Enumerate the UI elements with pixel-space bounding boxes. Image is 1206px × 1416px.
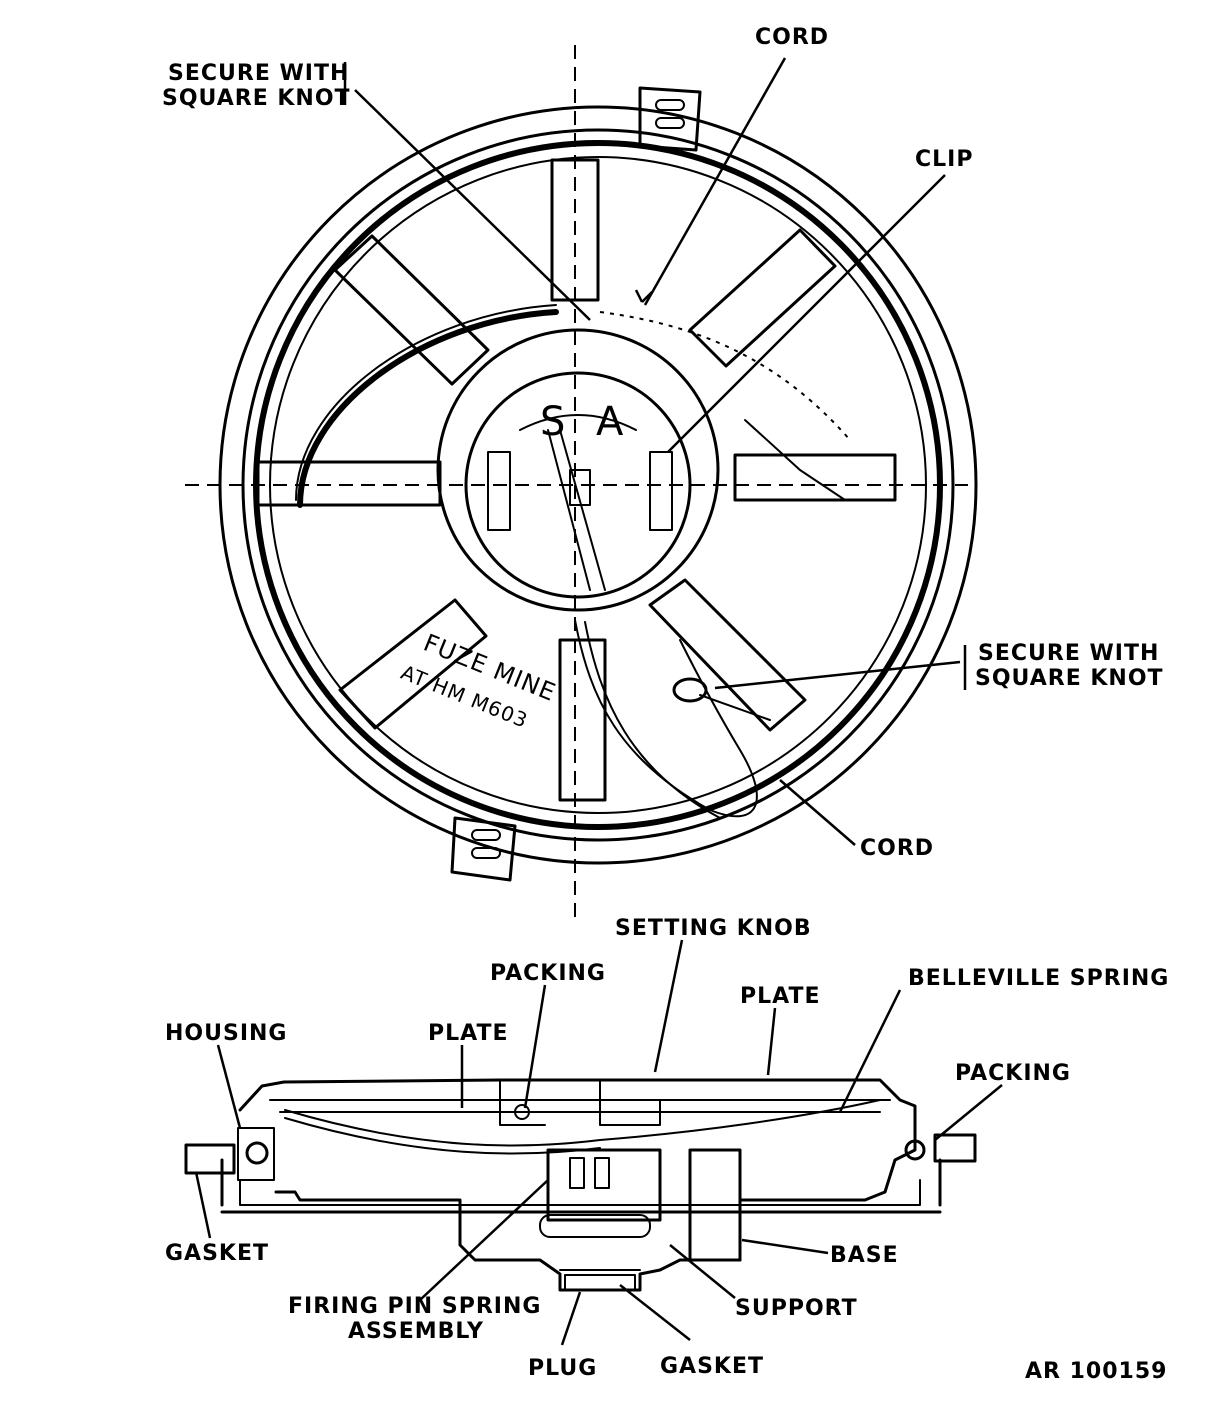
setting-dial [464,371,692,599]
leader-packing-right [934,1084,1003,1141]
safe-mark: S [540,399,566,445]
arrow-cord-top [634,289,653,303]
label-setting-knob: SETTING KNOB [615,916,812,941]
label-gasket-left: GASKET [165,1241,269,1266]
label-gasket-bottom: GASKET [660,1354,764,1379]
figure-id: AR 100159 [1025,1359,1167,1384]
setting-knob-body [599,1079,661,1126]
leader-secure-top [354,89,591,321]
cord-left [297,309,559,508]
support-plate [539,1214,651,1238]
label-support: SUPPORT [735,1296,858,1321]
leader-cord-bottom [779,779,856,846]
leader-setting-knob [653,939,684,1073]
base-block [688,1148,742,1262]
leader-cord-top [643,57,787,306]
label-cord-bottom: CORD [860,836,934,861]
hub-tab-right [649,451,673,531]
label-cord-top: CORD [755,25,829,50]
label-plate-left: PLATE [428,1021,509,1046]
hub: S A [436,328,720,612]
inner-ring [253,140,943,830]
label-secure-top-2: SQUARE KNOT [162,86,351,111]
fuze-section-view: SETTING KNOB PACKING PLATE BELLEVILLE SP… [165,916,1169,1381]
bottom-lug [450,816,517,882]
cords [295,304,851,819]
leader-housing [216,1044,242,1129]
plug-part [564,1274,636,1291]
spoke-bottom [558,638,607,802]
spoke-upper-left [333,234,490,386]
cord-bottom [574,619,758,818]
leader-belleville [838,989,902,1113]
belleville-spring [284,1099,881,1147]
leader-packing-top [523,984,547,1109]
leader-gasket-bottom [619,1284,691,1341]
label-packing-right: PACKING [955,1061,1071,1086]
label-packing-top: PACKING [490,961,606,986]
label-plate-right: PLATE [740,984,821,1009]
spokes [256,158,897,802]
label-base: BASE [830,1243,899,1268]
spoke-lower-left [338,598,488,730]
label-clip: CLIP [915,147,973,172]
spoke-lower-right [648,578,807,732]
spoke-upper-right [688,228,837,368]
armed-mark: A [596,399,624,445]
leader-base [741,1238,829,1255]
inner-ring-edge [269,156,927,814]
cord-right-dotted [599,311,851,441]
leader-clip [667,174,946,453]
label-secure-right-1: SECURE WITH [978,641,1159,666]
spoke-right [733,453,897,502]
label-plug: PLUG [528,1356,597,1381]
spoke-top [550,158,600,302]
outer-rim [218,105,978,865]
label-secure-right-2: SQUARE KNOT [975,666,1164,691]
housing-ring-left [245,1141,269,1165]
gasket-left-part [184,1143,236,1175]
rim-inner-edge [241,128,955,842]
square-knot [672,677,708,703]
label-firing-pin-1: FIRING PIN SPRING [288,1294,541,1319]
leader-firing-pin [419,1179,549,1301]
label-secure-top-1: SECURE WITH [168,61,349,86]
label-belleville-spring: BELLEVILLE SPRING [908,966,1169,991]
leader-support [669,1244,736,1299]
spoke-left [256,460,442,507]
packing-ring-right [904,1139,926,1161]
hub-tab-left [487,451,511,531]
top-lug [638,86,702,152]
leader-gasket-left [194,1171,212,1239]
gasket-right-part [933,1133,977,1163]
firing-pin-spring-assembly [546,1148,662,1222]
fuze-top-view: S A FUZE MINE AT HM M603 C [162,25,1164,918]
packing-ring-top [514,1104,530,1120]
label-firing-pin-2: ASSEMBLY [348,1319,484,1344]
label-housing: HOUSING [165,1021,287,1046]
leader-secure-right [714,660,961,690]
leader-plate-right [766,1007,777,1076]
leader-plug [560,1291,582,1346]
